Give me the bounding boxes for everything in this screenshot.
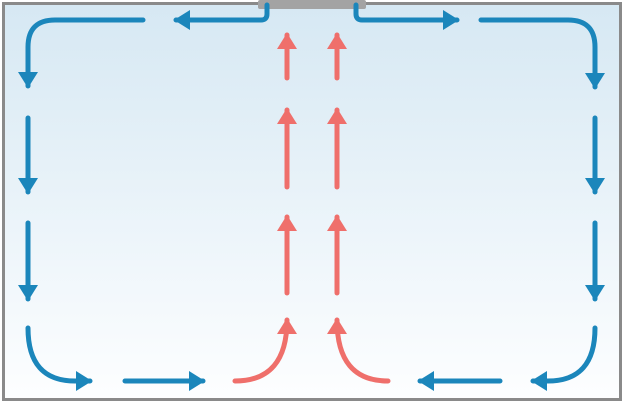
cool-flow-arrow-top-right [353, 2, 460, 30]
cool-flow-arrow-corner-top-right [478, 17, 605, 90]
warm-flow-arrow-curve-right [327, 317, 391, 384]
cool-flow-arrow-top-left [173, 2, 270, 30]
cool-flow-arrow-corner-bottom-left [25, 325, 93, 391]
ceiling-vent-icon [258, 0, 366, 9]
cool-flow-arrow-corner-bottom-right [530, 325, 598, 391]
cool-flow-arrow-corner-top-left [18, 17, 146, 89]
warm-flow-arrow-curve-left [232, 317, 297, 384]
